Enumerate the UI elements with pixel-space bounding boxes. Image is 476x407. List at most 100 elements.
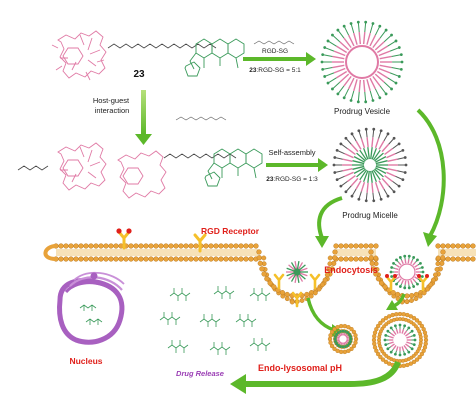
prodrug-micelle: [332, 127, 408, 203]
particle-segment-inner: [358, 31, 362, 45]
particle-head: [416, 282, 419, 286]
particle-segment-inner: [412, 261, 416, 266]
lipid-head-outer: [183, 243, 189, 249]
lipid-head-outer: [243, 243, 249, 249]
arrow-vesicle-to-cell-head: [423, 232, 437, 247]
endosome-lipid-outer: [353, 336, 359, 342]
particle-head: [349, 99, 353, 102]
pit-receptor-ligand: [393, 274, 397, 278]
particle-segment-inner: [406, 335, 411, 339]
micelle-core-strand: [372, 169, 381, 181]
lipid-head-pit: [371, 266, 377, 272]
particle-segment-inner: [392, 330, 397, 335]
lipid-head-pit: [271, 284, 277, 290]
particle-head: [395, 282, 398, 286]
particle-segment-inner: [395, 329, 399, 334]
particle-head: [399, 67, 403, 71]
lipid-head-pit-inner: [430, 277, 436, 283]
rgd-sg-label: RGD-SG: [262, 48, 288, 55]
drug-molecule: [169, 288, 191, 301]
micelle-core-strand: [367, 147, 370, 160]
particle-segment-inner: [386, 153, 396, 159]
particle-segment-inner: [401, 279, 404, 284]
lipid-head-inner: [88, 256, 94, 262]
lipid-head-inner: [193, 256, 199, 262]
lipid-head-outer: [98, 243, 104, 249]
particle-segment-outer: [389, 72, 400, 77]
endosome-lipid-outer: [346, 325, 351, 330]
particle-segment-outer: [327, 77, 337, 84]
particle-head: [407, 326, 411, 330]
particle-head: [384, 92, 388, 96]
particle-segment-inner: [374, 181, 380, 192]
micelle-core-strand: [375, 160, 388, 165]
particle-segment-inner: [378, 50, 391, 57]
lipid-head-pit: [259, 266, 265, 272]
lipid-head-pit-inner: [308, 293, 314, 299]
particle-segment-inner: [414, 276, 419, 280]
lipid-head-outer: [368, 243, 374, 249]
membrane-end-cap: [43, 244, 57, 261]
particle-head: [344, 345, 347, 349]
lipid-head-pit-inner: [289, 299, 295, 305]
particle-segment-inner: [372, 37, 381, 49]
particle-head: [342, 24, 346, 28]
lipid-head-outer: [218, 243, 224, 249]
particle-head: [336, 344, 340, 347]
lipid-head-outer: [178, 243, 184, 249]
particle-head: [357, 197, 361, 201]
drug-release-label: Drug Release: [176, 369, 224, 378]
particle-head: [341, 329, 345, 333]
micelle-core-strand: [371, 170, 377, 183]
particle-segment-inner: [410, 260, 413, 265]
lipid-head-inner: [243, 256, 249, 262]
lipid-head-pit-inner: [428, 282, 434, 288]
particle-head: [339, 345, 342, 349]
particle-head: [321, 53, 325, 57]
particle-segment-outer: [327, 40, 337, 47]
particle-segment-inner: [389, 341, 394, 345]
particle-head: [336, 92, 340, 96]
lipid-head-pit-inner: [299, 298, 305, 303]
lipid-head-pit: [375, 276, 382, 282]
lipid-head-inner: [358, 256, 364, 262]
particle-head: [348, 342, 351, 346]
lipid-head-pit: [404, 293, 410, 299]
lipid-head-outer: [158, 243, 164, 249]
lipid-head-pit: [261, 271, 267, 277]
lipid-head-outer: [233, 243, 239, 249]
particle-head: [364, 20, 368, 24]
lipid-head-outer: [173, 243, 179, 249]
lipid-head-inner: [348, 256, 354, 262]
particle-head: [384, 333, 388, 337]
particle-segment-inner: [332, 55, 345, 60]
particle-segment-inner: [366, 32, 371, 45]
micelle-core-strand: [374, 152, 384, 162]
lipid-head-inner: [203, 256, 209, 262]
particle-segment-inner: [360, 181, 366, 192]
endocytosis-pit-vesicle: [368, 249, 446, 305]
particle-head: [335, 178, 339, 182]
particle-segment-inner: [403, 330, 408, 335]
alkyl-chain-mid: [163, 153, 237, 159]
lipid-head-inner: [153, 256, 159, 262]
lipid-head-inner: [233, 256, 239, 262]
particle-head: [320, 60, 324, 64]
particle-segment-inner: [343, 75, 352, 87]
particle-head: [403, 352, 407, 356]
lipid-head-pit-inner: [261, 255, 267, 261]
lipid-head-outer: [358, 243, 364, 249]
endosome-lipid-outer: [423, 334, 428, 339]
endosome-lipid-outer: [380, 357, 386, 362]
particle-segment-outer: [357, 22, 360, 33]
particle-segment-outer: [383, 81, 392, 90]
compound-23-structure: [51, 30, 245, 81]
particle-segment-inner: [398, 278, 402, 283]
guest-chain-mid: [175, 116, 227, 121]
particle-segment-outer: [357, 91, 360, 102]
lipid-head-outer: [248, 243, 254, 249]
particle-head: [390, 266, 394, 269]
lipid-head-pit-inner: [417, 293, 423, 299]
lipid-head-pit: [256, 255, 262, 261]
